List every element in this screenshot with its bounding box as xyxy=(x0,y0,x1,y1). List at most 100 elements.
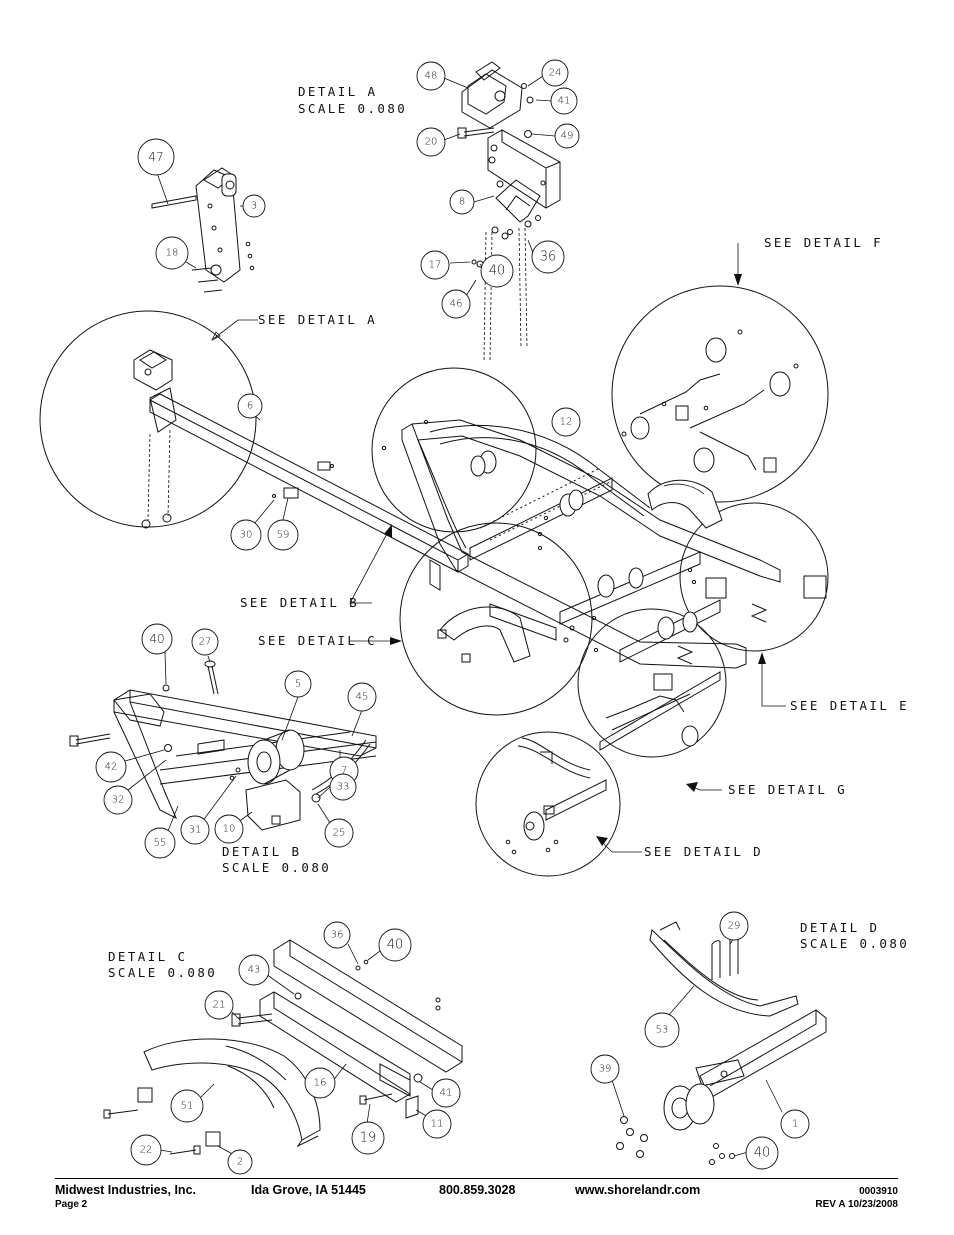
callout-11: 11 xyxy=(422,1109,452,1139)
callout-59: 59 xyxy=(267,519,299,551)
svg-text:42: 42 xyxy=(105,762,118,773)
callout-40-c: 40 xyxy=(378,928,412,962)
detail-b-title: DETAIL B xyxy=(222,844,301,859)
see-detail-d-label: SEE DETAIL D xyxy=(644,844,763,859)
svg-text:30: 30 xyxy=(240,530,253,541)
svg-text:36: 36 xyxy=(331,930,344,941)
see-detail-e-label: SEE DETAIL E xyxy=(790,698,909,713)
svg-text:10: 10 xyxy=(223,824,236,835)
svg-text:41: 41 xyxy=(440,1088,453,1099)
document-number: 0003910 xyxy=(859,1186,898,1197)
callout-10: 10 xyxy=(214,814,244,844)
callout-30: 30 xyxy=(230,519,262,551)
company-city: Ida Grove, IA 51445 xyxy=(251,1183,366,1197)
svg-text:46: 46 xyxy=(450,299,463,310)
detail-d-title: DETAIL D xyxy=(800,920,879,935)
detail-c-scale: SCALE 0.080 xyxy=(108,965,217,980)
svg-text:40: 40 xyxy=(149,632,164,646)
callout-53: 53 xyxy=(644,1012,680,1048)
reference-arrows xyxy=(211,243,786,853)
svg-text:16: 16 xyxy=(314,1078,327,1089)
callout-42: 42 xyxy=(95,751,127,783)
callout-36: 36 xyxy=(531,240,565,274)
svg-text:31: 31 xyxy=(189,825,202,836)
safety-chain xyxy=(483,227,528,361)
svg-text:27: 27 xyxy=(199,637,212,648)
callout-48: 48 xyxy=(416,61,446,91)
main-assembly xyxy=(39,285,829,877)
callout-2: 2 xyxy=(227,1149,253,1175)
part-callouts: 48 24 41 20 49 8 17 40 36 46 47 3 18 6 1… xyxy=(95,59,810,1175)
svg-text:20: 20 xyxy=(425,137,438,148)
svg-text:48: 48 xyxy=(425,71,438,82)
detail-c-drawing xyxy=(103,939,463,1157)
svg-text:43: 43 xyxy=(248,965,261,976)
svg-text:7: 7 xyxy=(341,766,347,777)
callout-36-c: 36 xyxy=(323,921,351,949)
callout-41: 41 xyxy=(550,87,578,115)
rollers xyxy=(470,450,698,640)
svg-text:45: 45 xyxy=(356,692,369,703)
reference-labels: SEE DETAIL A SEE DETAIL F SEE DETAIL B S… xyxy=(240,235,909,859)
svg-text:6: 6 xyxy=(247,401,253,412)
callout-27: 27 xyxy=(191,628,219,656)
callout-5: 5 xyxy=(284,670,312,698)
callout-43: 43 xyxy=(238,954,270,986)
callout-17: 17 xyxy=(420,250,450,280)
jack-detail-drawing xyxy=(151,167,255,293)
detail-d-scale: SCALE 0.080 xyxy=(800,936,909,951)
callout-39: 39 xyxy=(590,1054,620,1084)
svg-text:18: 18 xyxy=(166,248,179,259)
svg-text:22: 22 xyxy=(140,1145,153,1156)
svg-text:8: 8 xyxy=(459,197,465,208)
see-detail-g-label: SEE DETAIL G xyxy=(728,782,847,797)
page-number: Page 2 xyxy=(55,1199,88,1210)
callout-24: 24 xyxy=(541,59,569,87)
detail-c-label: DETAIL C SCALE 0.080 xyxy=(108,949,217,980)
callout-32: 32 xyxy=(103,785,133,815)
detail-b-label: DETAIL B SCALE 0.080 xyxy=(222,844,331,875)
callout-49: 49 xyxy=(554,123,580,149)
callout-46: 46 xyxy=(441,289,471,319)
svg-text:21: 21 xyxy=(213,1000,226,1011)
svg-text:49: 49 xyxy=(561,131,574,142)
svg-text:32: 32 xyxy=(112,795,125,806)
svg-text:17: 17 xyxy=(429,260,442,271)
see-detail-b-label: SEE DETAIL B xyxy=(240,595,359,610)
svg-text:59: 59 xyxy=(277,530,290,541)
callout-18: 18 xyxy=(155,236,189,270)
callout-6: 6 xyxy=(237,393,263,419)
callout-29: 29 xyxy=(719,911,749,941)
svg-text:2: 2 xyxy=(237,1157,243,1168)
page-footer: Midwest Industries, Inc. Ida Grove, IA 5… xyxy=(55,1178,898,1213)
svg-text:29: 29 xyxy=(728,921,741,932)
callout-1: 1 xyxy=(780,1109,810,1139)
svg-text:53: 53 xyxy=(656,1025,669,1036)
callout-20: 20 xyxy=(416,127,446,157)
svg-text:47: 47 xyxy=(148,150,163,164)
svg-text:5: 5 xyxy=(295,679,301,690)
see-detail-a-label: SEE DETAIL A xyxy=(258,312,377,327)
callout-31: 31 xyxy=(180,815,210,845)
detail-b-scale: SCALE 0.080 xyxy=(222,860,331,875)
callout-40-b: 40 xyxy=(141,623,173,655)
svg-text:36: 36 xyxy=(540,250,557,265)
svg-text:39: 39 xyxy=(599,1064,612,1075)
detail-a-title: DETAIL A xyxy=(298,84,377,99)
callout-40: 40 xyxy=(480,254,514,288)
company-phone: 800.859.3028 xyxy=(439,1183,516,1197)
svg-text:55: 55 xyxy=(154,838,167,849)
svg-text:40: 40 xyxy=(489,264,506,279)
callout-19: 19 xyxy=(351,1121,385,1155)
svg-text:3: 3 xyxy=(251,201,257,212)
callout-51: 51 xyxy=(170,1089,204,1123)
detail-a-label: DETAIL A SCALE 0.080 xyxy=(298,84,405,116)
callout-33: 33 xyxy=(329,773,357,801)
company-website: www.shorelandr.com xyxy=(575,1183,701,1197)
company-name: Midwest Industries, Inc. xyxy=(55,1183,196,1197)
detail-c-title: DETAIL C xyxy=(108,949,187,964)
see-detail-c-label: SEE DETAIL C xyxy=(258,633,377,648)
callout-3: 3 xyxy=(242,194,266,218)
svg-text:25: 25 xyxy=(333,828,346,839)
